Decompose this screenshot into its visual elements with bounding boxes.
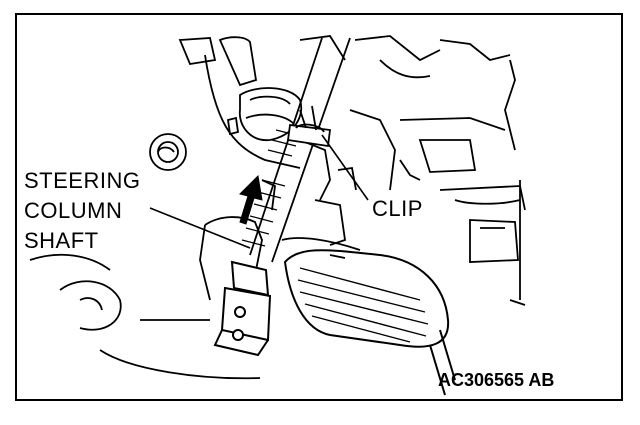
clip [286,105,332,148]
side-panel [29,133,261,380]
panel-bolt [149,133,187,171]
column-housing [199,216,361,301]
figure-frame [15,13,623,401]
label-clip: CLIP [372,196,423,221]
leader-line-shaft [149,207,251,249]
label-column-line2: COLUMN [24,198,123,223]
steering-shaft [241,37,351,263]
universal-joint [213,260,272,357]
label-steering-line1: STEERING [24,168,141,193]
leader-line-clip [321,134,369,201]
label-shaft-line3: SHAFT [24,228,99,253]
pedal [283,249,456,396]
up-arrow-icon [239,174,263,225]
figure-id: AC306565 AB [438,370,555,390]
dashboard-structure [178,35,526,306]
